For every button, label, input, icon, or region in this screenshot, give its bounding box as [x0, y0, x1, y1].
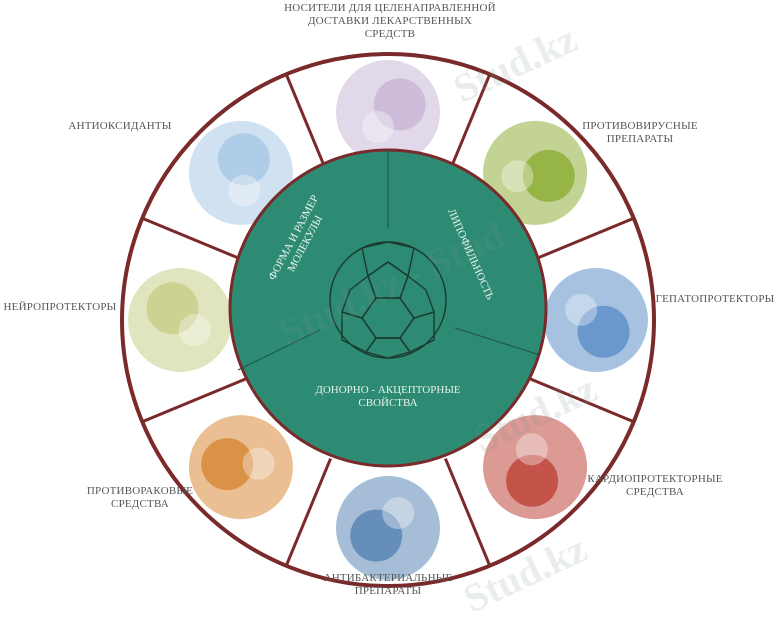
segment-divider	[284, 458, 332, 567]
segment-image	[483, 415, 588, 520]
segment-divider	[444, 458, 492, 567]
label-hepatoprotectors: ГЕПАТОПРОТЕКТОРЫ	[655, 293, 775, 305]
segment-image	[188, 415, 293, 520]
core-divider	[454, 327, 541, 356]
label-antioxidants: АНТИОКСИДАНТЫ	[68, 120, 172, 132]
segment-image	[336, 60, 440, 164]
fullerene-icon	[329, 241, 447, 359]
core-divider	[237, 329, 321, 371]
segment-image	[336, 476, 440, 580]
segment-image	[544, 268, 648, 372]
segment-image	[483, 120, 588, 225]
segment-divider	[526, 216, 635, 264]
segment-divider	[141, 216, 250, 264]
segment-divider	[526, 376, 635, 424]
segment-image	[188, 120, 293, 225]
segment-divider	[141, 376, 250, 424]
segment-image	[128, 268, 232, 372]
label-neuroprotectors: НЕЙРОПРОТЕКТОРЫ	[3, 301, 117, 313]
diagram-wheel	[120, 52, 656, 588]
